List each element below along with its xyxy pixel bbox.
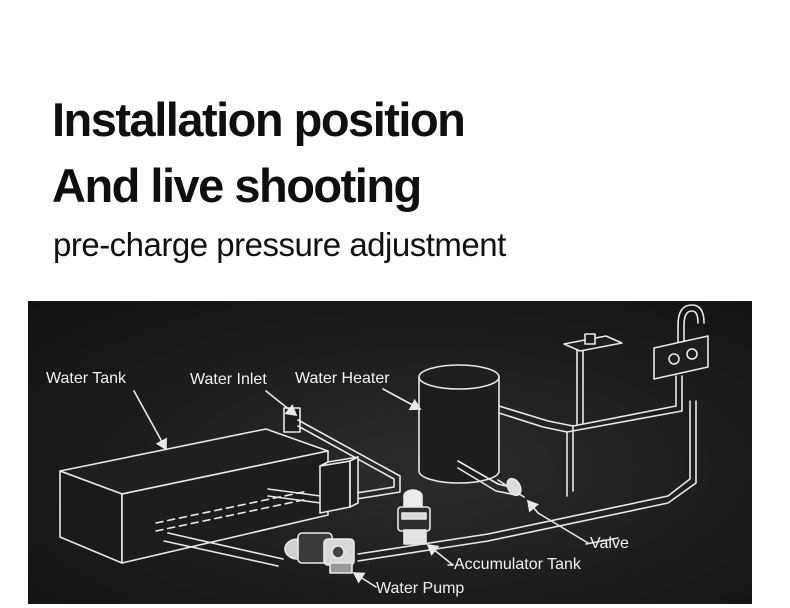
installation-diagram-drawing: [59, 304, 709, 588]
label-water-inlet: Water Inlet: [190, 371, 267, 388]
subtitle: pre-charge pressure adjustment: [53, 226, 506, 263]
installation-diagram: Water Tank Water Inlet Water Heater Valv…: [28, 301, 752, 604]
water-heater-shape: [418, 364, 500, 484]
label-water-heater: Water Heater: [295, 370, 390, 387]
tank-outlet-pipe: [267, 488, 329, 505]
title-line-2: And live shooting: [52, 159, 422, 212]
label-arrows: [133, 388, 619, 588]
title-line-1: Installation position: [52, 93, 466, 146]
supply-pipe: [163, 400, 697, 567]
label-water-tank: Water Tank: [46, 370, 127, 387]
heater-pipes: [457, 375, 683, 497]
accumulator-tank-shape: [397, 489, 431, 545]
valve-shape: [497, 477, 525, 498]
label-accumulator-tank: Accumulator Tank: [454, 556, 581, 573]
control-box: [319, 456, 359, 514]
label-valve: Valve: [590, 535, 629, 552]
shower-pipes: [563, 304, 709, 426]
water-pump-shape: [284, 532, 355, 574]
label-water-pump: Water Pump: [376, 580, 465, 597]
